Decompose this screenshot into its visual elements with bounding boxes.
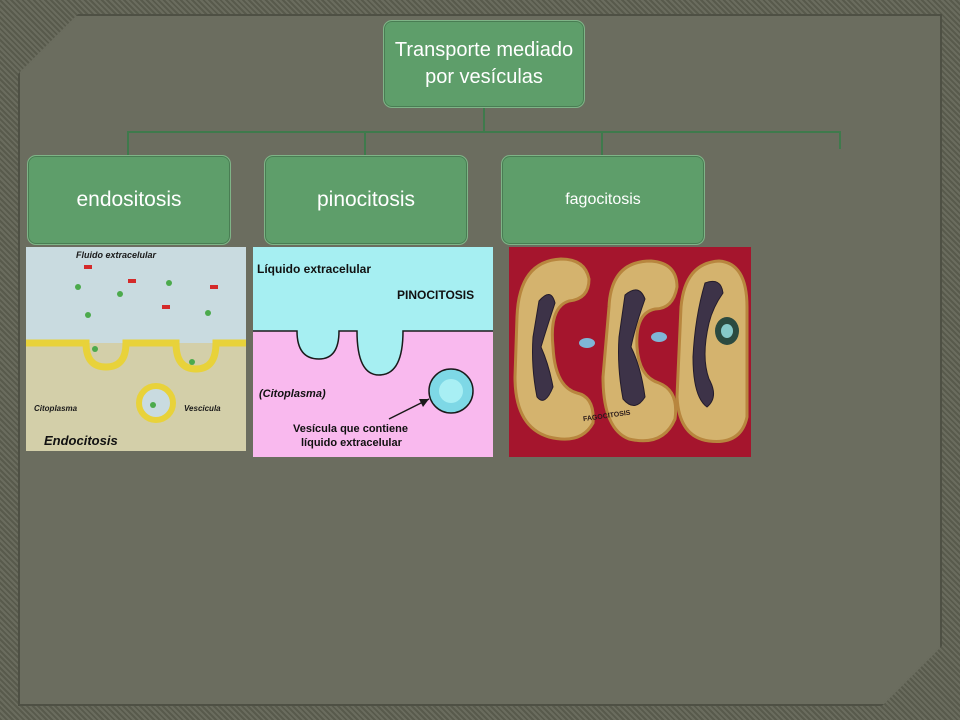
endocitosis-caption: Endocitosis <box>44 433 118 448</box>
connector-drop-1 <box>127 131 129 155</box>
connector-drop-4 <box>839 131 841 149</box>
connector-drop-3 <box>601 131 603 155</box>
node-pinocitosis: pinocitosis <box>264 155 468 245</box>
endocitosis-cytoplasm-label: Citoplasma <box>34 404 78 413</box>
node-fagocitosis: fagocitosis <box>501 155 705 245</box>
fagocitosis-image: FAGOCITOSIS <box>509 247 751 457</box>
pinocitosis-cytoplasm-label: (Citoplasma) <box>259 388 326 400</box>
pinocitosis-vesicle-line1: Vesícula que contiene <box>293 423 408 435</box>
node-endositosis: endositosis <box>27 155 231 245</box>
pinocitosis-image: Líquido extracelular PINOCITOSIS (Citopl… <box>253 247 493 457</box>
connector-horizontal <box>127 131 841 133</box>
endocitosis-fluid-label: Fluido extracelular <box>76 250 157 260</box>
pinocitosis-title: PINOCITOSIS <box>397 288 474 302</box>
node-fagocitosis-label: fagocitosis <box>565 191 641 208</box>
pinocitosis-vesicle-line2: líquido extracelular <box>301 437 403 449</box>
root-node: Transporte mediado por vesículas <box>383 20 585 108</box>
endocitosis-vesicle-label: Vescicula <box>184 404 221 413</box>
connector-root-stem <box>483 108 485 132</box>
pinocitosis-liquid-label: Líquido extracelular <box>257 262 371 276</box>
connector-drop-2 <box>364 131 366 155</box>
node-pinocitosis-label: pinocitosis <box>316 188 416 211</box>
root-node-label: Transporte mediado por vesículas <box>394 39 574 88</box>
node-endositosis-label: endositosis <box>76 188 182 211</box>
endocitosis-image: Fluido extracelular Citoplasma Vescicula… <box>26 247 246 451</box>
